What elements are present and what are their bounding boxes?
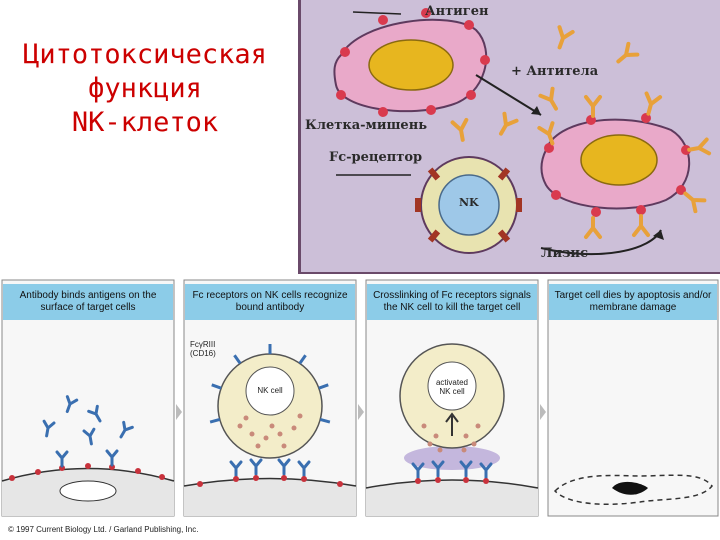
label-antibodies: + Антитела	[511, 64, 599, 79]
target-cell-opsonized	[537, 91, 712, 239]
panel-3-drawing	[365, 343, 539, 516]
panel-4-drawing	[553, 474, 713, 505]
arrow-head-1	[531, 106, 541, 115]
target-cell-initial	[333, 8, 490, 117]
panel-arrow-2	[358, 404, 364, 420]
panel-arrow-3	[540, 404, 546, 420]
label-fc-receptor: Fc-рецептор	[329, 150, 423, 165]
title-line-3: NK-клеток	[71, 107, 219, 138]
copyright: © 1997 Current Biology Ltd. / Garland Pu…	[8, 525, 199, 534]
title-line-1: Цитотоксическая	[23, 39, 267, 70]
label-antigen: Антиген	[425, 4, 489, 19]
arrow-to-opsonized	[475, 74, 542, 116]
label-activated-nk-cell: activated NK cell	[435, 378, 469, 396]
panel-2-heading: Fc receptors on NK cells recognize bound…	[185, 284, 355, 320]
bottom-diagram: Antibody binds antigens on the surface o…	[0, 276, 720, 540]
panel-4-heading: Target cell dies by apoptosis and/or mem…	[549, 284, 717, 320]
panel-3-heading: Crosslinking of Fc receptors signals the…	[367, 284, 537, 320]
antigen-pointer	[352, 11, 402, 15]
panel-2-drawing	[183, 342, 357, 516]
label-target-cell: Клетка-мишень	[305, 118, 428, 133]
top-diagram: Антиген + Антитела Клетка-мишень Fc-реце…	[298, 0, 720, 274]
top-diagram-drawing	[333, 8, 712, 255]
label-fc-gamma-riii: FcγRIII (CD16)	[190, 340, 216, 358]
title-line-2: функция	[88, 73, 202, 104]
label-nk-cell: NK cell	[257, 386, 283, 395]
nk-cell-top	[415, 156, 522, 254]
panel-arrow-1	[176, 404, 182, 420]
panel-1-heading: Antibody binds antigens on the surface o…	[3, 284, 173, 320]
panel-1-drawing	[1, 395, 175, 516]
slide-title: Цитотоксическая функция NK-клеток	[0, 38, 290, 140]
label-lysis: Лизис	[541, 246, 588, 261]
label-nk: NK	[459, 196, 479, 209]
lysis-arrow-head	[653, 230, 664, 240]
